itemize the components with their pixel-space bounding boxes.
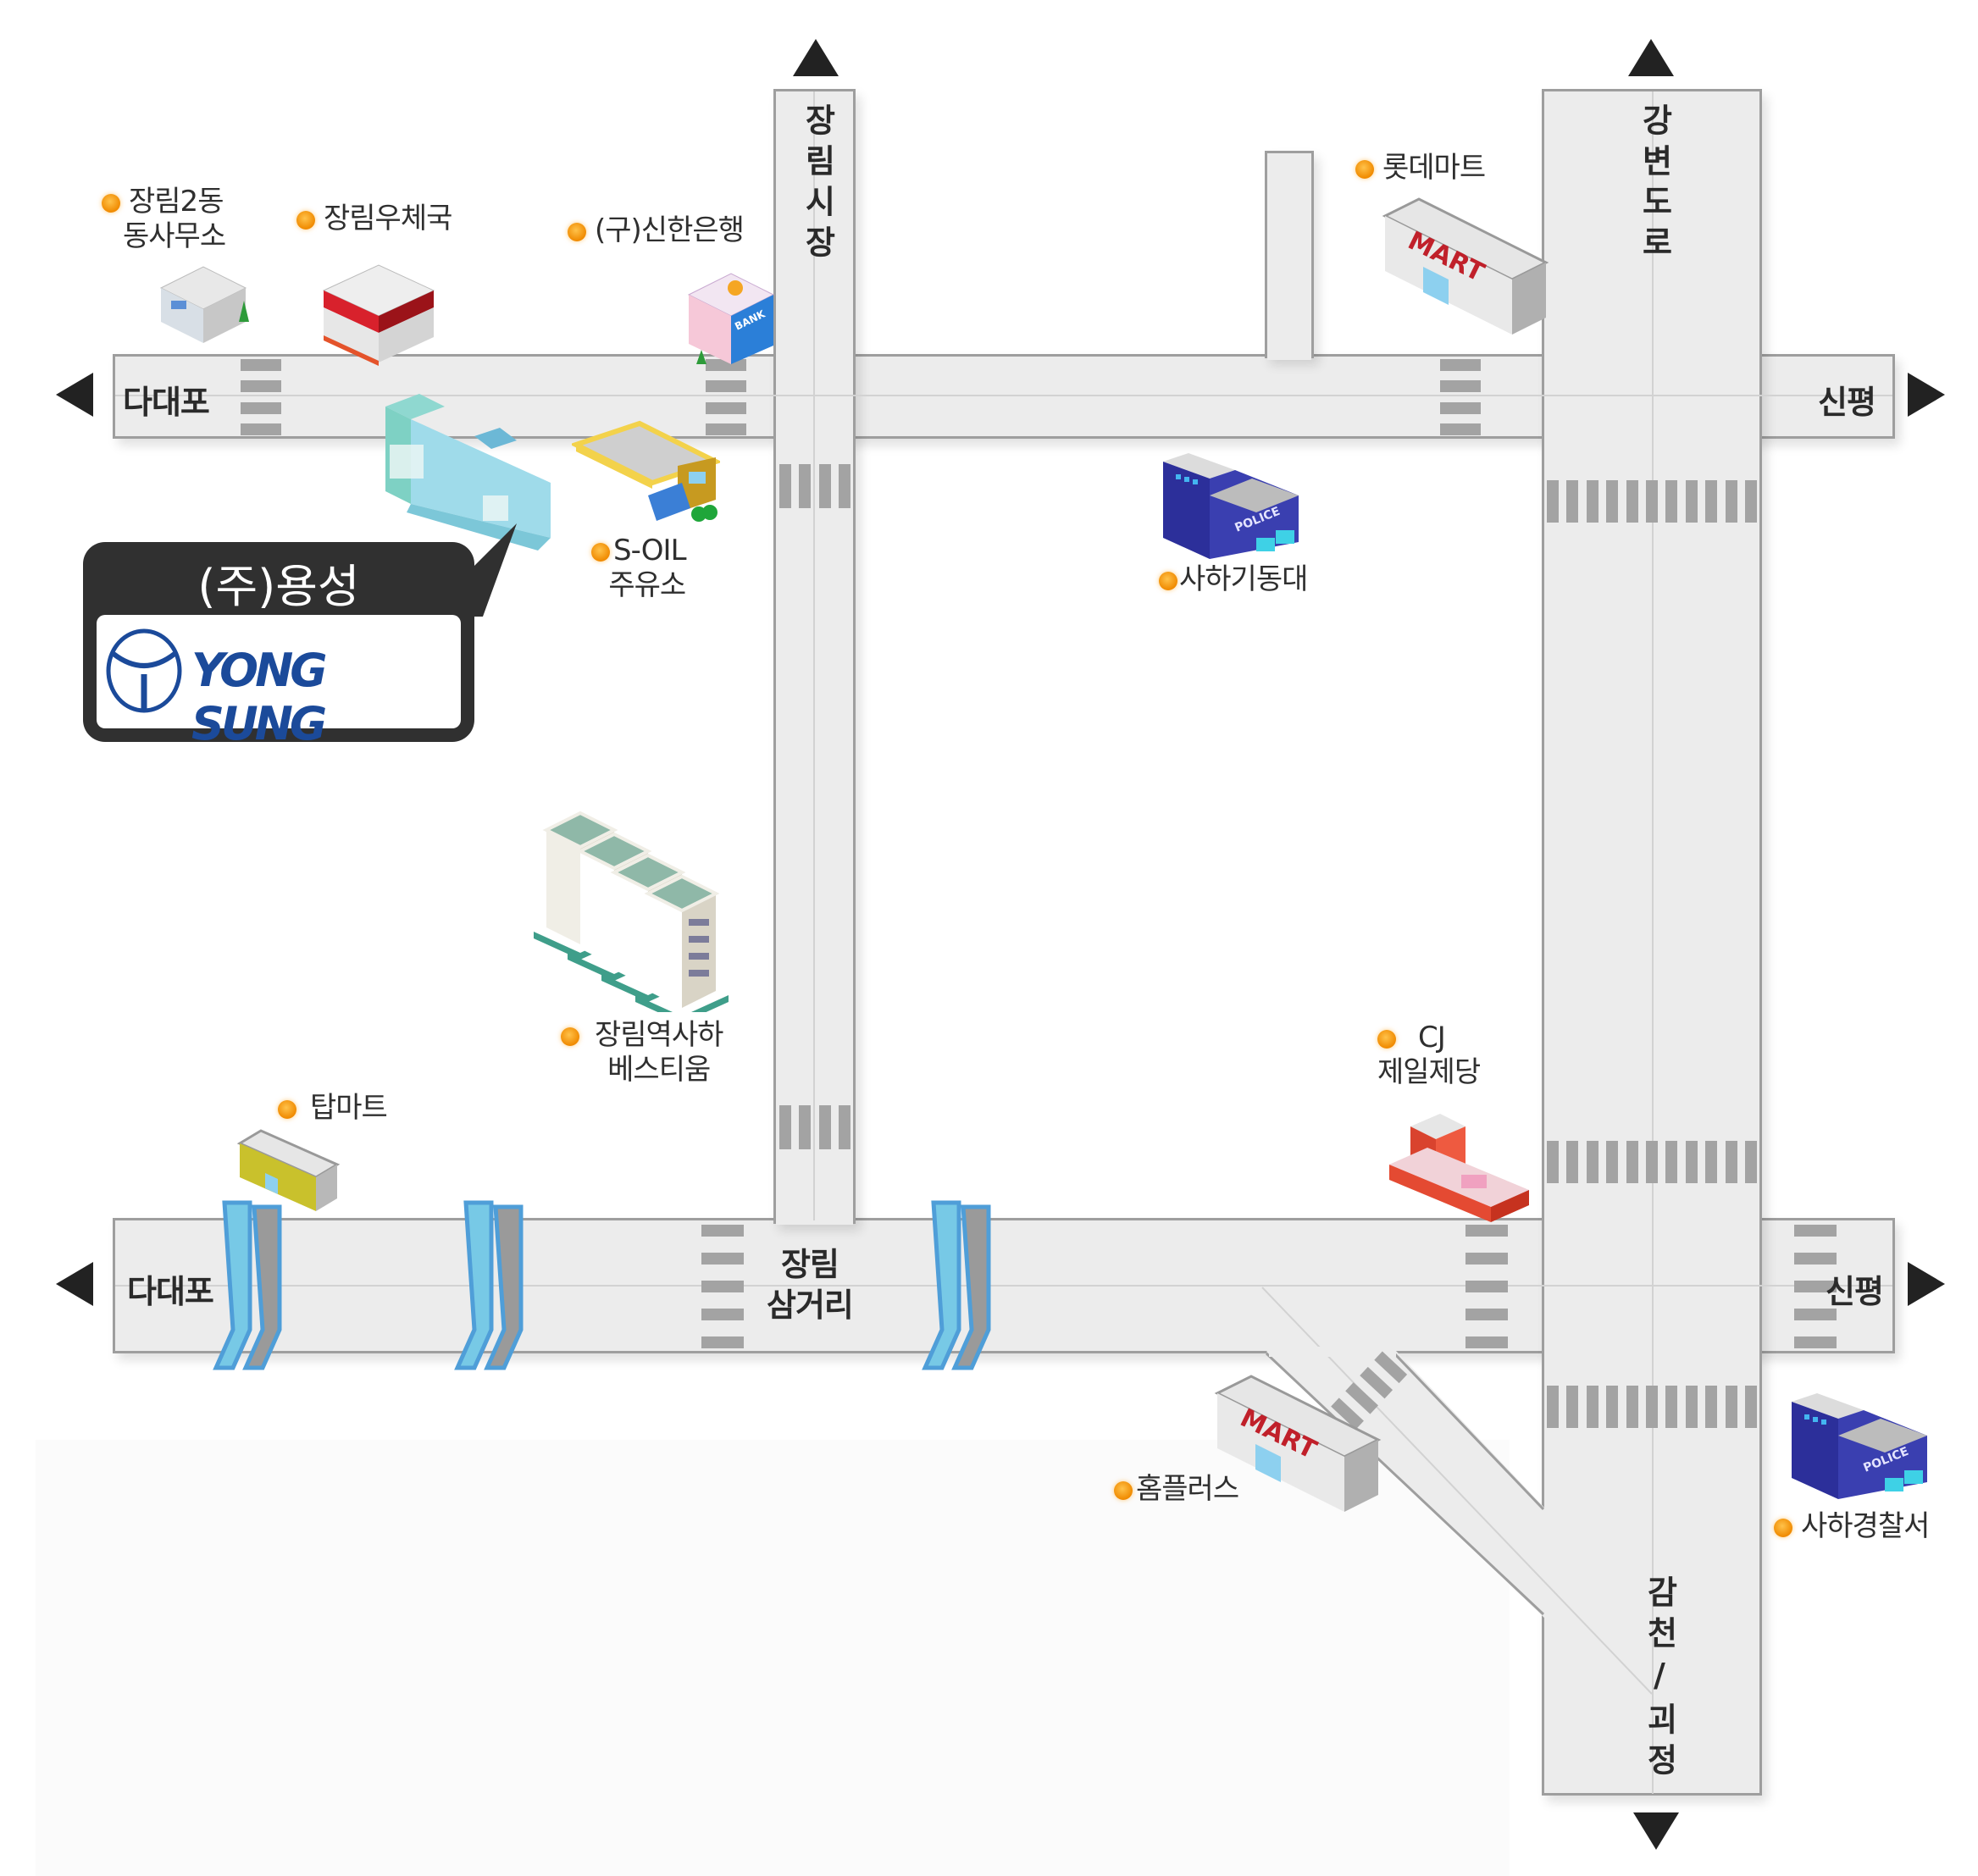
overpass-icon (922, 1200, 991, 1370)
company-logo-card: YONG SUNG (97, 615, 461, 750)
poi-label: 장림우체국 (324, 202, 452, 235)
marker-dot-icon (1774, 1518, 1792, 1537)
crosswalk (1465, 1225, 1508, 1348)
crosswalk (1547, 1141, 1757, 1183)
building-post-office-icon (322, 264, 435, 366)
overpass-icon (454, 1200, 524, 1370)
crosswalk (701, 1225, 744, 1348)
poi-label: 홈플러스 (1136, 1472, 1239, 1506)
company-logo-text: YONG SUNG (191, 644, 328, 750)
poi-label: (구)신한은행 (595, 213, 745, 247)
arrow-left-icon (56, 1262, 93, 1306)
junction-label-line2: 삼거리 (767, 1286, 854, 1324)
poi-label: CJ (1418, 1021, 1446, 1054)
arrow-right-icon (1908, 373, 1945, 417)
poi-label: 장림2동 (129, 185, 224, 219)
marker-dot-icon (1114, 1480, 1133, 1500)
poi-label: 롯데마트 (1382, 151, 1486, 185)
poi-lotte-mart[interactable]: 롯데마트 (1355, 151, 1486, 185)
junction-label-line1: 장림 (780, 1246, 839, 1283)
building-yongsung-factory-icon (385, 394, 551, 551)
marker-dot-icon (1377, 1029, 1396, 1049)
poi-saha-police[interactable]: 사하경찰서 (1774, 1509, 1930, 1544)
poi-shinhan-bank[interactable]: (구)신한은행 (568, 213, 745, 248)
crosswalk (1547, 480, 1757, 523)
building-cj-icon (1389, 1114, 1529, 1222)
company-name: (주)용성 (197, 560, 360, 613)
poi-saha-riot-police[interactable]: 사하기동대 (1159, 562, 1308, 597)
marker-dot-icon (591, 542, 610, 562)
poi-label: 베스티움 (607, 1052, 711, 1087)
road-label-upper-left: 다대포 (123, 384, 210, 421)
intersection-fill (776, 1216, 853, 1225)
crosswalk (241, 359, 281, 435)
road-label-lower-left: 다대포 (127, 1273, 214, 1310)
marker-dot-icon (1355, 159, 1374, 179)
center-line (115, 1285, 1892, 1287)
poi-cj[interactable]: CJ 제일제당 (1377, 1021, 1481, 1090)
road-label-lower-right: 신평 (1826, 1273, 1884, 1310)
intersection-fill (1269, 1347, 1396, 1357)
road-label-upper-right: 신평 (1818, 384, 1876, 421)
poi-label: 동사무소 (123, 219, 226, 253)
building-lotte-mart-icon: MART (1382, 197, 1549, 335)
building-riot-police-icon: POLICE (1163, 453, 1299, 559)
arrow-left-icon (56, 373, 93, 417)
building-bank-icon: BANK (687, 273, 775, 364)
yongsung-logo-icon (106, 628, 182, 713)
road-label-south: 감천/괴정 (1641, 1575, 1678, 1784)
intersection-fill (1267, 351, 1311, 360)
junction-label: 장림 삼거리 (767, 1245, 854, 1325)
building-police-station-icon: POLICE (1792, 1393, 1927, 1499)
poi-post-office[interactable]: 장림우체국 (296, 202, 452, 236)
marker-dot-icon (296, 210, 315, 230)
road-label-riverside: 강변도로 (1636, 103, 1673, 266)
marker-dot-icon (1159, 571, 1177, 590)
building-community-center-icon (159, 266, 249, 343)
poi-jangrim2dong[interactable]: 장림2동 동사무소 (102, 185, 226, 254)
building-apartments-icon (534, 811, 729, 1012)
road-spur (1265, 151, 1314, 358)
crosswalk (1440, 359, 1481, 435)
marker-dot-icon (102, 193, 120, 213)
marker-dot-icon (278, 1099, 296, 1119)
poi-label: 사하기동대 (1179, 562, 1308, 596)
background-panel (36, 1440, 1510, 1876)
arrow-right-icon (1908, 1262, 1945, 1306)
crosswalk (1794, 1225, 1837, 1348)
crosswalk (779, 1105, 850, 1149)
road-label-market: 장림시장 (799, 103, 836, 266)
arrow-up-icon (1628, 39, 1674, 76)
marker-dot-icon (568, 222, 586, 241)
arrow-down-icon (1633, 1812, 1679, 1850)
poi-label: 주유소 (608, 567, 686, 602)
poi-homeplus[interactable]: 홈플러스 (1114, 1472, 1239, 1507)
building-top-mart-icon (236, 1129, 341, 1211)
arrow-up-icon (793, 39, 839, 76)
center-line (813, 91, 815, 1220)
crosswalk (1547, 1386, 1757, 1428)
poi-bestium[interactable]: 장림역사하 베스티움 (561, 1018, 723, 1087)
marker-dot-icon (561, 1027, 579, 1046)
poi-label: 사하경찰서 (1801, 1509, 1930, 1543)
overpass-icon (213, 1200, 282, 1370)
center-line (1652, 91, 1654, 1794)
poi-label: 탑마트 (310, 1091, 388, 1125)
center-line (115, 395, 1892, 396)
building-gas-station-icon (572, 420, 720, 522)
crosswalk (706, 359, 746, 435)
crosswalk (779, 464, 850, 508)
poi-label: 장림역사하 (595, 1018, 723, 1052)
poi-top-mart[interactable]: 탑마트 (278, 1091, 388, 1126)
poi-label: 제일제당 (1377, 1054, 1481, 1089)
building-homeplus-icon: MART (1214, 1375, 1382, 1512)
poi-s-oil[interactable]: S-OIL 주유소 (591, 534, 687, 603)
poi-label: S-OIL (613, 534, 687, 567)
company-callout[interactable]: (주)용성 YONG SUNG (83, 542, 474, 750)
